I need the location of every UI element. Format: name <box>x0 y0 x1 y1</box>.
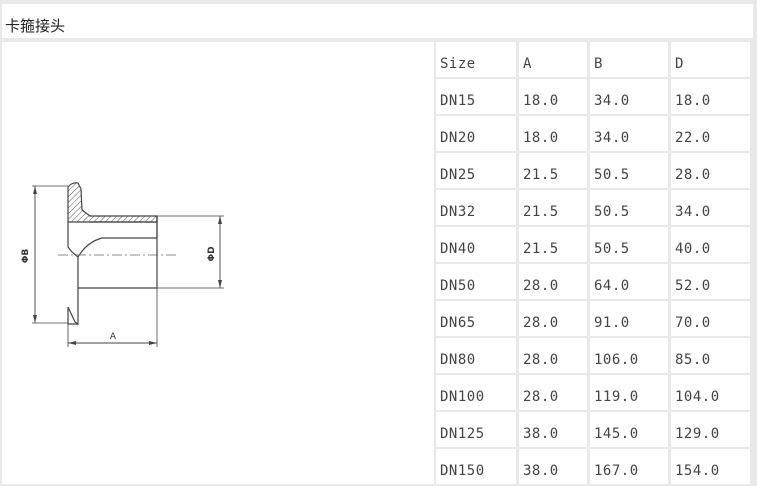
header-a: A <box>519 42 587 77</box>
cell-size: DN15 <box>436 79 516 114</box>
dim-label-b: ΦB <box>21 249 31 264</box>
cell-a: 38.0 <box>519 449 587 484</box>
cell-size: DN25 <box>436 153 516 188</box>
cell-d: 129.0 <box>671 412 750 447</box>
cell-b: 34.0 <box>590 116 668 151</box>
page-title: 卡箍接头 <box>2 4 753 38</box>
cell-d: 40.0 <box>671 227 750 262</box>
cell-d: 34.0 <box>671 190 750 225</box>
cell-b: 167.0 <box>590 449 668 484</box>
cell-d: 104.0 <box>671 375 750 410</box>
header-d: D <box>671 42 750 77</box>
cell-a: 38.0 <box>519 412 587 447</box>
cell-size: DN150 <box>436 449 516 484</box>
cell-d: 28.0 <box>671 153 750 188</box>
cell-d: 22.0 <box>671 116 750 151</box>
cell-b: 50.5 <box>590 190 668 225</box>
cell-size: DN80 <box>436 338 516 373</box>
cell-b: 145.0 <box>590 412 668 447</box>
tube-profile <box>77 216 158 258</box>
cell-a: 18.0 <box>519 79 587 114</box>
dim-label-d: ΦD <box>207 246 217 261</box>
cell-a: 21.5 <box>519 227 587 262</box>
cell-b: 50.5 <box>590 153 668 188</box>
cell-b: 106.0 <box>590 338 668 373</box>
header-b: B <box>590 42 668 77</box>
cell-b: 50.5 <box>590 227 668 262</box>
cell-size: DN32 <box>436 190 516 225</box>
cell-a: 18.0 <box>519 116 587 151</box>
cell-b: 34.0 <box>590 79 668 114</box>
cell-a: 21.5 <box>519 190 587 225</box>
dim-label-a: A <box>110 332 117 342</box>
technical-drawing: ΦB ΦD A <box>2 42 434 484</box>
cell-d: 85.0 <box>671 338 750 373</box>
flange-section <box>67 182 158 223</box>
cell-size: DN50 <box>436 264 516 299</box>
cell-a: 28.0 <box>519 301 587 336</box>
cell-d: 52.0 <box>671 264 750 299</box>
cell-b: 91.0 <box>590 301 668 336</box>
cell-size: DN40 <box>436 227 516 262</box>
cell-d: 70.0 <box>671 301 750 336</box>
cell-b: 64.0 <box>590 264 668 299</box>
cell-d: 154.0 <box>671 449 750 484</box>
ferrule-drawing: ΦB ΦD A <box>21 182 224 347</box>
cell-size: DN65 <box>436 301 516 336</box>
cell-size: DN125 <box>436 412 516 447</box>
cell-d: 18.0 <box>671 79 750 114</box>
tube-outline <box>67 222 79 326</box>
cell-size: DN100 <box>436 375 516 410</box>
cell-size: DN20 <box>436 116 516 151</box>
header-size: Size <box>436 42 516 77</box>
cell-a: 28.0 <box>519 264 587 299</box>
cell-a: 28.0 <box>519 375 587 410</box>
cell-a: 21.5 <box>519 153 587 188</box>
cell-a: 28.0 <box>519 338 587 373</box>
cell-b: 119.0 <box>590 375 668 410</box>
